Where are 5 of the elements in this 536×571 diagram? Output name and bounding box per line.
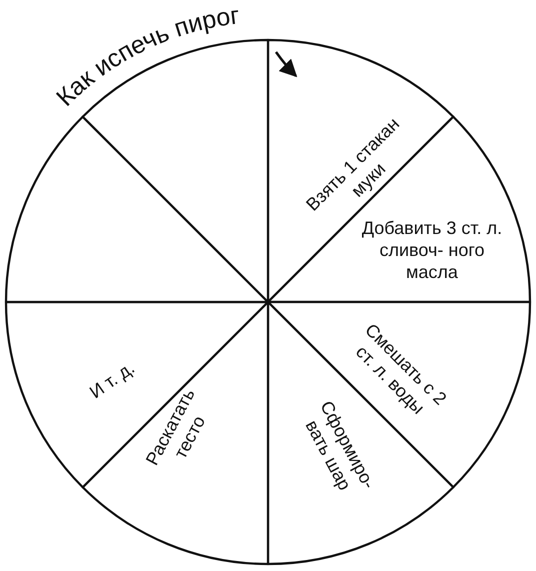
- step-text: И т. д.: [64, 342, 160, 418]
- pie-sector: [4, 300, 270, 488]
- pie-sector: [266, 116, 532, 304]
- pie-sector: [266, 300, 454, 566]
- step-text: Добавить 3 ст. л. сливоч- ного масла: [357, 217, 507, 283]
